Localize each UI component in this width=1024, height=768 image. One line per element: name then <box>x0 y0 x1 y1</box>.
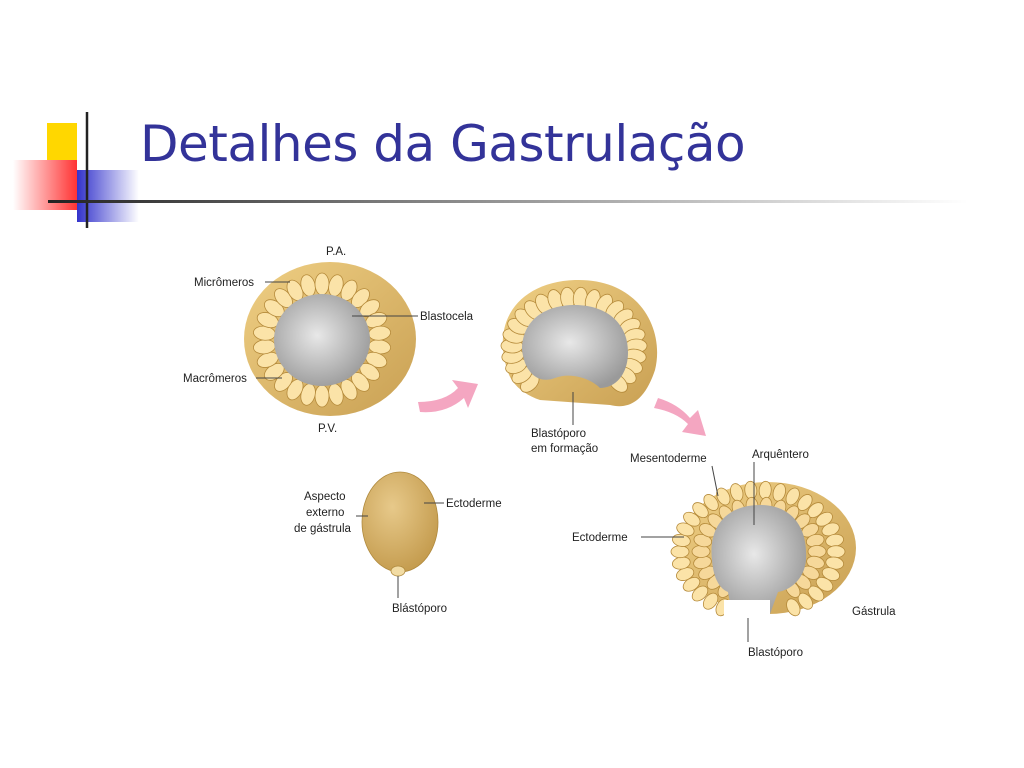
cell <box>683 511 701 527</box>
cell <box>716 487 731 506</box>
label-archenteron: Arquêntero <box>752 449 809 461</box>
title-rule <box>48 200 968 203</box>
external-gastrula-body <box>361 471 439 573</box>
external-blastopore <box>390 565 406 577</box>
gastrula-blastopore-notch <box>724 600 770 631</box>
label-aspect-3: de gástrula <box>294 523 352 535</box>
label-gastrula-ectoderm: Ectoderme <box>572 532 628 544</box>
label-blastopore-forming-1: Blastóporo <box>531 428 586 440</box>
cell <box>807 545 827 558</box>
cell <box>314 272 330 296</box>
blastocoel-cavity <box>274 294 370 386</box>
cell <box>786 598 801 617</box>
label-gastrula-blastopore: Blastóporo <box>748 647 803 659</box>
cell <box>314 384 330 408</box>
page-title: Detalhes da Gastrulação <box>140 115 746 173</box>
label-blastocoel: Blastocela <box>420 311 474 323</box>
label-macromeres: Macrômeros <box>183 373 247 385</box>
label-aspect-1: Aspecto <box>304 491 346 503</box>
early-gastrula-figure <box>500 279 658 407</box>
label-blastopore-forming-2: em formação <box>531 443 598 455</box>
label-pa: P.A. <box>326 246 346 258</box>
archenteron-cavity <box>711 505 807 614</box>
cell <box>815 576 834 592</box>
cell <box>826 545 846 559</box>
process-arrow-2 <box>654 398 706 436</box>
leader-mesentoderm <box>711 465 719 497</box>
label-pv: P.V. <box>318 423 337 435</box>
label-aspect-2: externo <box>306 507 344 519</box>
cell <box>797 494 813 511</box>
label-micromeres: Micrômeros <box>194 277 254 289</box>
cell <box>772 483 786 502</box>
cell <box>703 494 719 511</box>
cell <box>692 502 709 519</box>
blastula-cell-ring <box>253 272 391 408</box>
process-arrow-1 <box>418 380 478 413</box>
label-external-ectoderm: Ectoderme <box>446 498 502 510</box>
gastrula-figure <box>670 480 856 631</box>
external-gastrula-figure <box>361 471 439 577</box>
cell <box>702 592 719 610</box>
corner-decoration <box>13 112 139 228</box>
cell <box>785 487 800 506</box>
early-gastrula-cavity <box>522 305 628 388</box>
cell <box>691 585 709 602</box>
blastula-figure <box>244 262 416 416</box>
label-external-blastopore: Blástóporo <box>392 603 447 615</box>
label-gastrula-name: Gástrula <box>852 606 896 618</box>
label-mesentoderm: Mesentoderme <box>630 453 707 465</box>
cell <box>670 545 690 559</box>
cell <box>691 545 711 558</box>
